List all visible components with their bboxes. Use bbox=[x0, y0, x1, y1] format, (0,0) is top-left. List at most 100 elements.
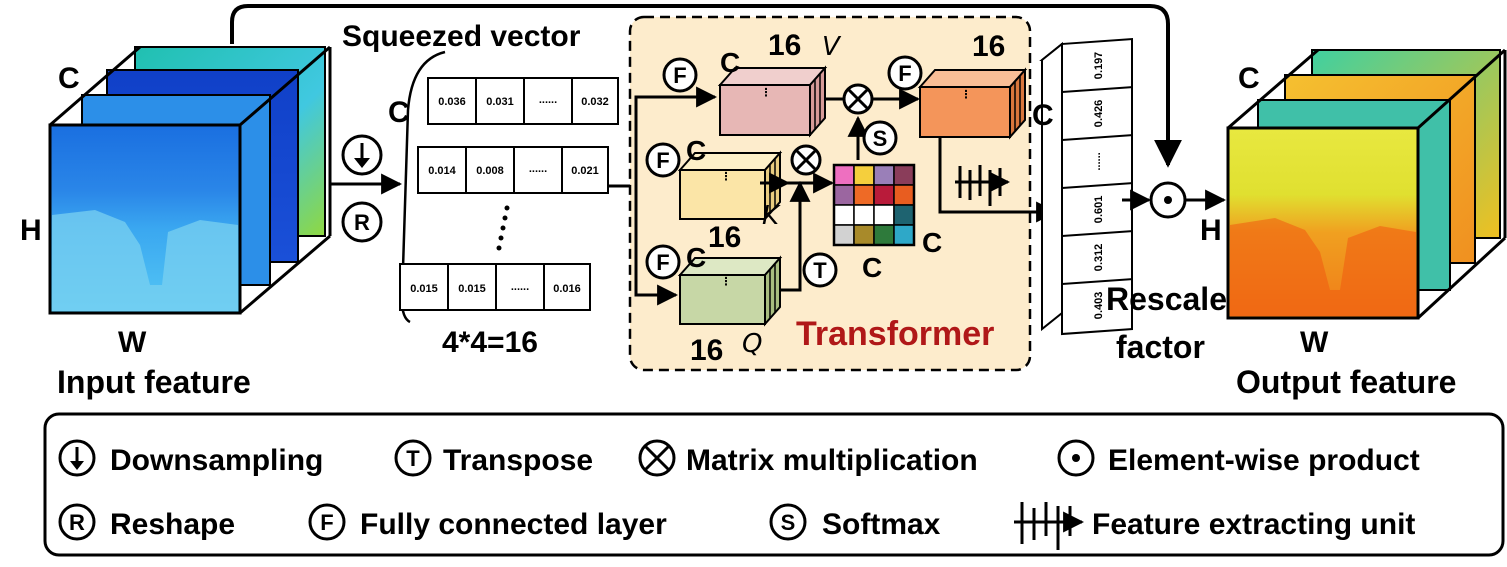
q-to-transpose-line bbox=[780, 180, 811, 292]
fc-icon-k: F bbox=[645, 142, 681, 178]
squeezed-cell: 0.014 bbox=[428, 165, 456, 177]
matrix-c-label-right: C bbox=[922, 227, 942, 258]
output-dim-c: C bbox=[1238, 62, 1260, 95]
v-box-c-label: C bbox=[720, 47, 740, 78]
v-label: V bbox=[822, 32, 842, 62]
svg-text:⋮: ⋮ bbox=[761, 87, 772, 99]
legend-label: Transpose bbox=[443, 444, 593, 477]
v-box-16-label: 16 bbox=[768, 29, 801, 62]
transformer-title: Transformer bbox=[796, 315, 994, 353]
softmax-icon: S bbox=[862, 120, 898, 156]
rescale-value-dots: ...... bbox=[1091, 152, 1103, 171]
q-label: Q bbox=[742, 329, 762, 359]
squeezed-cell-dots: ...... bbox=[529, 163, 547, 175]
squeezed-cell: 0.015 bbox=[458, 283, 486, 295]
skip-connection-arrow bbox=[230, 4, 1182, 168]
squeezed-cell: 0.015 bbox=[410, 283, 438, 295]
k-label: K bbox=[762, 201, 781, 231]
svg-text:F: F bbox=[656, 250, 669, 275]
out-to-rescale-line bbox=[938, 137, 1058, 223]
legend-item-transpose: T Transpose bbox=[394, 439, 593, 477]
input-dim-c: C bbox=[58, 62, 80, 95]
softmax-icon: S bbox=[769, 503, 807, 541]
k-projection-box: ⋮ bbox=[677, 150, 783, 222]
rescale-value: 0.426 bbox=[1093, 99, 1105, 127]
k-box-16-label: 16 bbox=[708, 221, 741, 254]
rescale-value: 0.312 bbox=[1093, 243, 1105, 271]
attention-matrix-cell bbox=[893, 164, 915, 186]
rescale-title-line1: Rescale bbox=[1106, 281, 1227, 317]
squeezed-size-label: 4*4=16 bbox=[442, 326, 538, 359]
attention-matrix bbox=[832, 163, 916, 247]
element-wise-product-icon bbox=[1057, 439, 1095, 477]
q-box-c-label: C bbox=[686, 242, 706, 273]
legend-label: Feature extracting unit bbox=[1092, 508, 1415, 541]
squeezed-row-1: 0.036 0.031 ...... 0.032 bbox=[427, 77, 619, 125]
feature-extracting-unit-icon bbox=[955, 165, 1011, 206]
output-feature-cube bbox=[1226, 48, 1507, 320]
svg-text:S: S bbox=[781, 510, 796, 535]
output-caption: Output feature bbox=[1236, 364, 1456, 400]
input-feature-cube bbox=[48, 45, 332, 315]
k-box-c-label: C bbox=[686, 135, 706, 166]
attention-matrix-cell bbox=[853, 164, 875, 186]
squeezed-title: Squeezed vector bbox=[342, 20, 581, 53]
legend-item-softmax: S Softmax bbox=[769, 503, 941, 541]
attention-matrix-cell bbox=[873, 164, 895, 186]
legend-item-downsampling: Downsampling bbox=[58, 439, 323, 477]
attention-matrix-cell bbox=[833, 224, 855, 246]
legend-item-matrix-multiplication: Matrix multiplication bbox=[638, 439, 978, 477]
svg-text:R: R bbox=[69, 510, 85, 535]
fc-icon-v: F bbox=[662, 57, 698, 93]
legend-label: Reshape bbox=[110, 508, 235, 541]
squeezed-cell-dots: ...... bbox=[539, 94, 557, 106]
squeezed-row-2: 0.014 0.008 ...... 0.021 bbox=[417, 146, 609, 194]
squeezed-cell: 0.036 bbox=[438, 96, 466, 108]
legend-item-reshape: R Reshape bbox=[58, 503, 235, 541]
downsampling-icon bbox=[58, 439, 96, 477]
attention-matrix-cell bbox=[893, 224, 915, 246]
legend-label: Element-wise product bbox=[1108, 444, 1420, 477]
transformer-output-box: ⋮ bbox=[917, 67, 1028, 140]
fc-icon-out: F bbox=[887, 55, 923, 91]
rescale-vector: 0.197 0.426 ...... 0.601 0.312 0.403 bbox=[1039, 38, 1133, 336]
transformer-routing bbox=[634, 86, 718, 306]
attention-matrix-cell bbox=[853, 184, 875, 206]
svg-text:F: F bbox=[673, 63, 686, 88]
svg-text:F: F bbox=[656, 148, 669, 173]
reshape-icon: R bbox=[341, 201, 383, 243]
transpose-icon: T bbox=[394, 439, 432, 477]
attention-matrix-cell bbox=[853, 224, 875, 246]
fc-icon: F bbox=[308, 503, 346, 541]
rescale-value: 0.403 bbox=[1093, 291, 1105, 319]
downsampling-icon bbox=[341, 134, 383, 176]
svg-text:R: R bbox=[354, 210, 370, 235]
attention-matrix-cell bbox=[873, 224, 895, 246]
squeezed-row-3: 0.015 0.015 ...... 0.016 bbox=[399, 263, 591, 311]
legend-label: Softmax bbox=[822, 508, 941, 541]
q-box-16-label: 16 bbox=[690, 334, 723, 367]
squeezed-cell: 0.031 bbox=[486, 96, 514, 108]
rescale-value: 0.197 bbox=[1093, 51, 1105, 79]
squeezed-cell-dots: ...... bbox=[511, 281, 529, 293]
attention-matrix-cell bbox=[873, 204, 895, 226]
rescale-dim-c: C bbox=[1032, 99, 1054, 132]
squeezed-cell: 0.032 bbox=[581, 96, 609, 108]
input-dim-w: W bbox=[118, 326, 147, 359]
attention-matrix-cell bbox=[873, 184, 895, 206]
svg-text:T: T bbox=[406, 446, 420, 471]
attention-matrix-cell bbox=[833, 164, 855, 186]
output-dim-w: W bbox=[1300, 326, 1329, 359]
svg-text:T: T bbox=[813, 258, 827, 283]
attention-matrix-frame bbox=[832, 163, 916, 247]
squeezed-vertical-dots bbox=[496, 205, 510, 251]
fc-icon-q: F bbox=[645, 244, 681, 280]
svg-text:⋮: ⋮ bbox=[961, 89, 972, 101]
attention-matrix-cell bbox=[893, 204, 915, 226]
legend-label: Fully connected layer bbox=[360, 508, 667, 541]
legend-item-element-wise-product: Element-wise product bbox=[1057, 439, 1420, 477]
squeezed-dim-c: C bbox=[388, 96, 410, 129]
svg-text:F: F bbox=[898, 61, 911, 86]
legend-item-feature-extracting-unit: Feature extracting unit bbox=[1014, 502, 1415, 550]
